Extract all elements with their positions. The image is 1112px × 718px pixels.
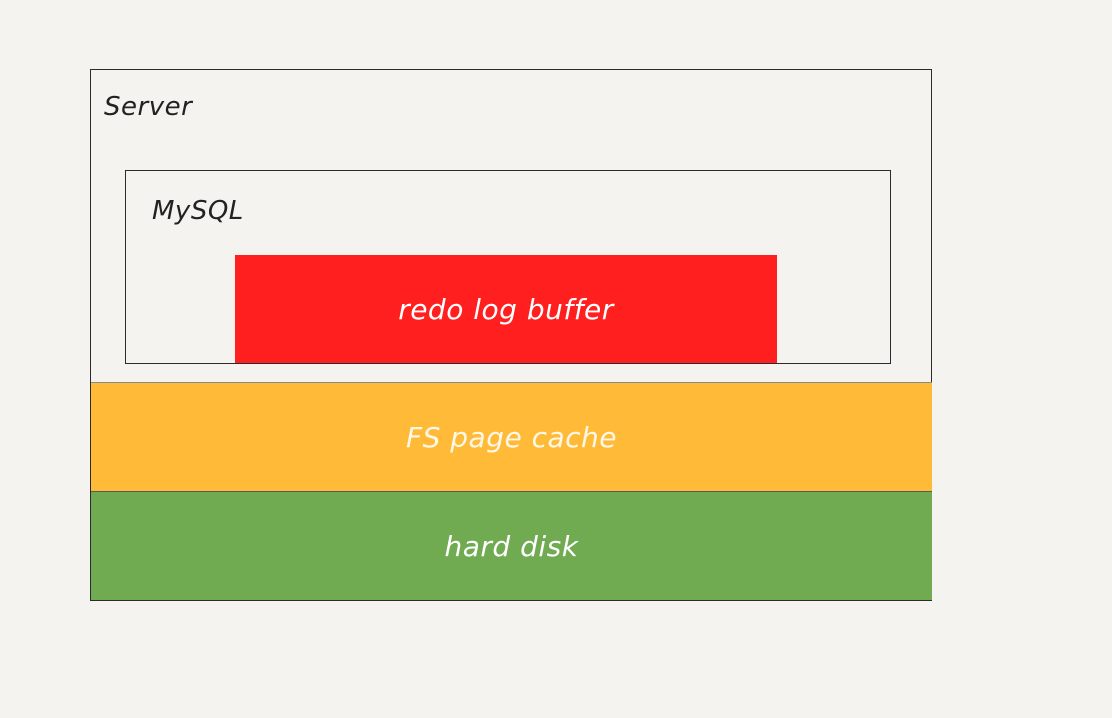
redo-log-buffer-label: redo log buffer (398, 292, 614, 326)
server-label: Server (104, 92, 193, 122)
hard-disk-box: hard disk (91, 491, 932, 600)
hard-disk-label: hard disk (444, 529, 579, 563)
fs-page-cache-label: FS page cache (405, 420, 618, 454)
fs-page-cache-box: FS page cache (91, 382, 932, 491)
mysql-box (125, 170, 891, 364)
redo-log-buffer-box: redo log buffer (235, 255, 777, 363)
mysql-label: MySQL (152, 196, 244, 226)
